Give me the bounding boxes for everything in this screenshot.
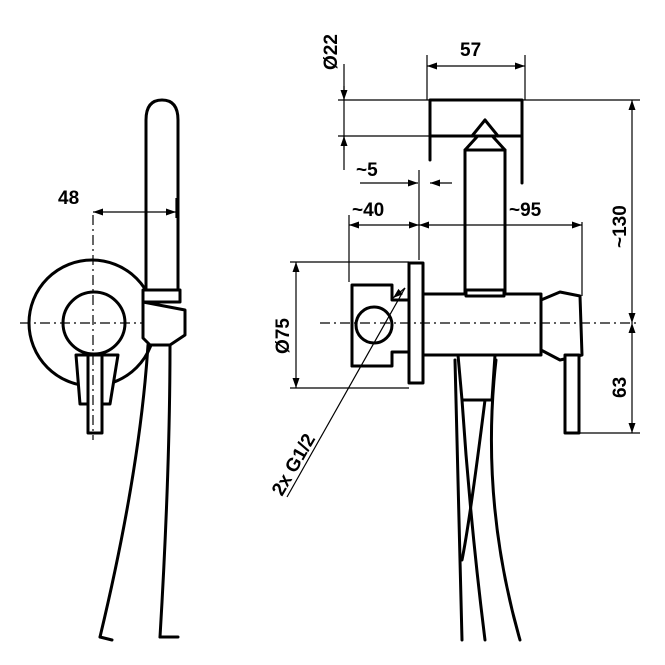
dim-48: 48 — [58, 188, 79, 209]
dim-diameter-75: Ø75 — [273, 318, 294, 354]
lever-arm — [563, 353, 581, 435]
hand-shower-head — [144, 98, 180, 294]
side-view: 48 — [20, 98, 187, 642]
shower-holder — [141, 288, 182, 304]
shower-hose-front — [453, 358, 464, 642]
dim-63: 63 — [610, 377, 631, 398]
lever-front — [539, 290, 584, 362]
spout-tube — [463, 148, 507, 296]
dim-approx-40: ~40 — [352, 200, 384, 221]
dim-approx-5: ~5 — [356, 160, 378, 181]
shower-hose-side — [98, 343, 150, 639]
valve-body-front — [421, 292, 543, 357]
dim-connection-g12: 2x G1/2 — [268, 430, 320, 499]
handle-stub — [86, 353, 104, 435]
front-view — [320, 98, 640, 642]
dim-approx-95: ~95 — [509, 200, 542, 221]
dim-approx-130: ~130 — [610, 205, 631, 248]
dim-57: 57 — [460, 40, 481, 61]
dim-diameter-22: Ø22 — [321, 34, 342, 70]
